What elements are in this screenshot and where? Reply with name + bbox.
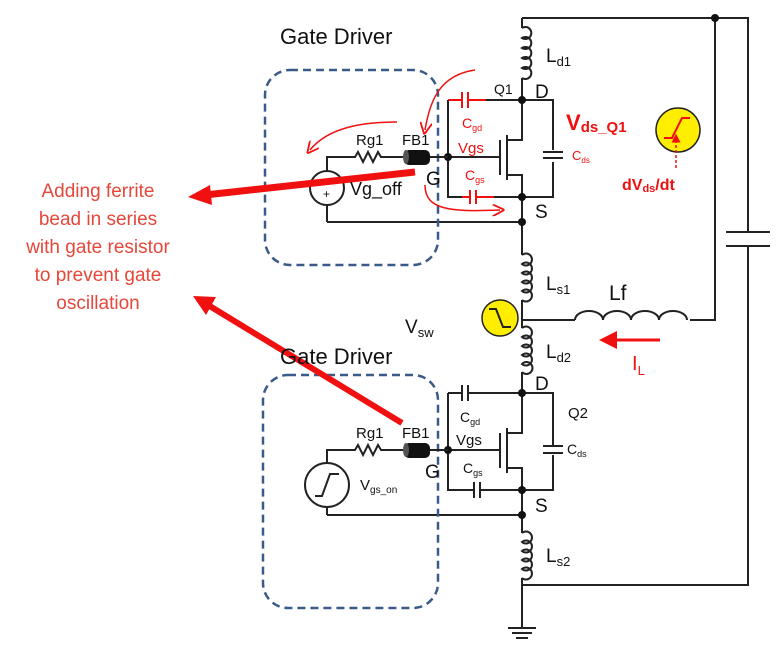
ld1-label: Ld1 (546, 46, 571, 69)
q2-vgs-label: Vgs (456, 432, 482, 449)
mosfet-q2 (327, 385, 563, 519)
q1-source-label: S (535, 202, 548, 223)
lf-label: Lf (609, 282, 627, 305)
annotation-line: bead in series (39, 209, 157, 230)
top-driver-title: Gate Driver (280, 24, 392, 49)
bottom-fb1-label: FB1 (402, 425, 430, 442)
annotation-line: with gate resistor (25, 237, 170, 258)
ground-icon (508, 627, 536, 639)
vds-waveform-icon (655, 107, 701, 168)
ls1-label: Ls1 (546, 274, 570, 297)
annotation-arrows (188, 168, 416, 426)
q2-source-label: S (535, 496, 548, 517)
inductor-lf (574, 310, 688, 321)
vsw-label: Vsw (405, 317, 434, 340)
inductor-ls2 (520, 530, 533, 581)
current-loop-arrows (310, 69, 500, 211)
annotation-line: to prevent gate (35, 265, 162, 286)
top-source-label: Vg_off (350, 179, 403, 200)
top-gate-label: G (426, 169, 441, 190)
dvds-dt-label: dVds/dt (622, 177, 676, 195)
ls2-label: Ls2 (546, 546, 570, 569)
bottom-rg1-label: Rg1 (356, 425, 384, 442)
q1-label: Q1 (494, 81, 513, 97)
q1-drain-label: D (535, 82, 549, 103)
bottom-gate-label: G (425, 462, 440, 483)
top-source-sign: + (323, 187, 330, 201)
inductor-ls1 (520, 252, 533, 303)
vds-q1-label: Vds_Q1 (566, 110, 627, 136)
ld2-label: Ld2 (546, 342, 571, 365)
q1-vgs-label: Vgs (458, 140, 484, 157)
q1-cgs-label: Cgs (465, 167, 485, 185)
vsw-waveform-icon (481, 299, 519, 337)
q2-cds-label: Cds (567, 441, 587, 459)
inductor-ld1 (520, 26, 533, 80)
top-fb1-label: FB1 (402, 132, 430, 149)
top-gate-driver (263, 68, 448, 267)
bottom-gate-driver (261, 373, 448, 610)
bottom-driver-title: Gate Driver (280, 344, 392, 369)
q2-drain-label: D (535, 374, 549, 395)
top-rg1-label: Rg1 (356, 132, 384, 149)
annotation-text: Adding ferrite bead in series with gate … (25, 181, 170, 314)
q1-cgd-label: Cgd (462, 115, 482, 133)
annotation-line: Adding ferrite (41, 181, 154, 202)
q2-cgd-label: Cgd (460, 409, 480, 427)
q2-label: Q2 (568, 405, 588, 422)
inductor-ld2 (520, 325, 534, 375)
annotation-line: oscillation (56, 293, 139, 314)
q1-cds-label: Cds (572, 148, 590, 165)
step-waveform-icon (315, 473, 339, 497)
bottom-source-label: Vgs_on (360, 477, 397, 496)
il-label: IL (632, 353, 645, 378)
q2-cgs-label: Cgs (463, 460, 483, 478)
power-rails (521, 14, 770, 628)
